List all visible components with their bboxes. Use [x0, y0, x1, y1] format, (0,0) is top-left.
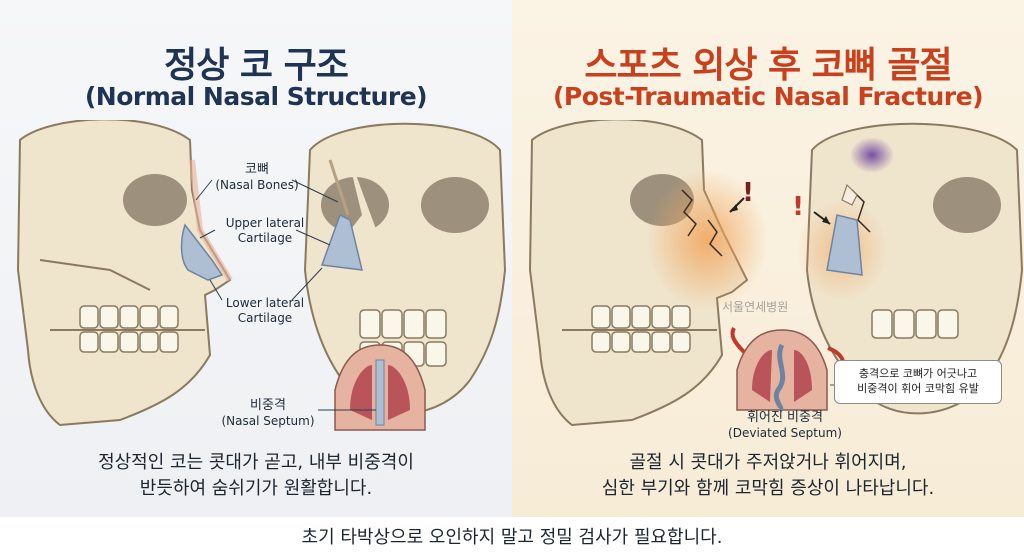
- normal-description-line2: 반듯하여 숨쉬기가 원활합니다.: [139, 478, 373, 500]
- frontal-fractured-skull: [797, 122, 1024, 415]
- lower-lateral-label: Lower lateral: [225, 296, 305, 310]
- fracture-callout: 충격으로 코뼈가 어긋나고 비중격이 휘어 코막힘 유발: [834, 360, 1002, 404]
- upper-lateral-label: Upper lateral: [225, 216, 305, 230]
- fracture-description-line1: 골절 시 콧대가 주저앉거나 휘어지며,: [629, 452, 907, 473]
- callout-line1: 충격으로 코뼈가 어긋나고: [858, 367, 978, 380]
- nasal-bones-label-en: (Nasal Bones): [215, 178, 299, 192]
- normal-skull-illustration: [16, 120, 507, 431]
- fracture-title-ko: 스포츠 외상 후 코뼈 골절: [584, 45, 952, 86]
- fracture-description: 골절 시 콧대가 주저앉거나 휘어지며, 심한 부기와 함께 코막힘 증상이 나…: [512, 450, 1024, 502]
- deviated-septum-cross-section: [730, 327, 846, 413]
- normal-description-line1: 정상적인 코는 콧대가 곧고, 내부 비중격이: [98, 452, 414, 473]
- normal-structure-panel: 정상 코 구조 (Normal Nasal Structure): [0, 0, 512, 517]
- septum-label-en: (Nasal Septum): [221, 414, 315, 428]
- footer-note: 초기 타박상으로 오인하지 말고 정밀 검사가 필요합니다.: [0, 517, 1024, 559]
- upper-lateral-label-2: Cartilage: [237, 231, 293, 245]
- septum-cross-section: [334, 344, 426, 431]
- lateral-skull: [16, 120, 233, 427]
- frontal-skull: [303, 122, 507, 415]
- normal-title-en: (Normal Nasal Structure): [84, 82, 428, 111]
- fracture-title-en: (Post-Traumatic Nasal Fracture): [553, 82, 984, 111]
- exclamation-mark-2: !: [792, 192, 804, 222]
- fracture-description-line2: 심한 부기와 함께 코막힘 증상이 나타납니다.: [601, 478, 935, 500]
- hospital-watermark: 서울연세병원: [722, 300, 789, 314]
- callout-line2: 비중격이 휘어 코막힘 유발: [857, 381, 979, 395]
- lower-lateral-label-2: Cartilage: [237, 311, 293, 325]
- normal-title-ko: 정상 코 구조: [164, 45, 349, 86]
- fracture-panel: 스포츠 외상 후 코뼈 골절 (Post-Traumatic Nasal Fra…: [512, 0, 1024, 517]
- septum-label-ko: 비중격: [250, 398, 286, 413]
- exclamation-mark-1: !: [742, 178, 754, 208]
- normal-description: 정상적인 코는 콧대가 곧고, 내부 비중격이 반듯하여 숨쉬기가 원활합니다.: [0, 450, 512, 502]
- fracture-skull-illustration: [528, 120, 1024, 427]
- nasal-bones-label-ko: 코뼈: [245, 162, 269, 177]
- deviated-septum-label-en: (Deviated Septum): [728, 426, 842, 440]
- lateral-fractured-skull: [528, 120, 767, 427]
- deviated-septum-label-ko: 휘어진 비중격: [747, 410, 823, 425]
